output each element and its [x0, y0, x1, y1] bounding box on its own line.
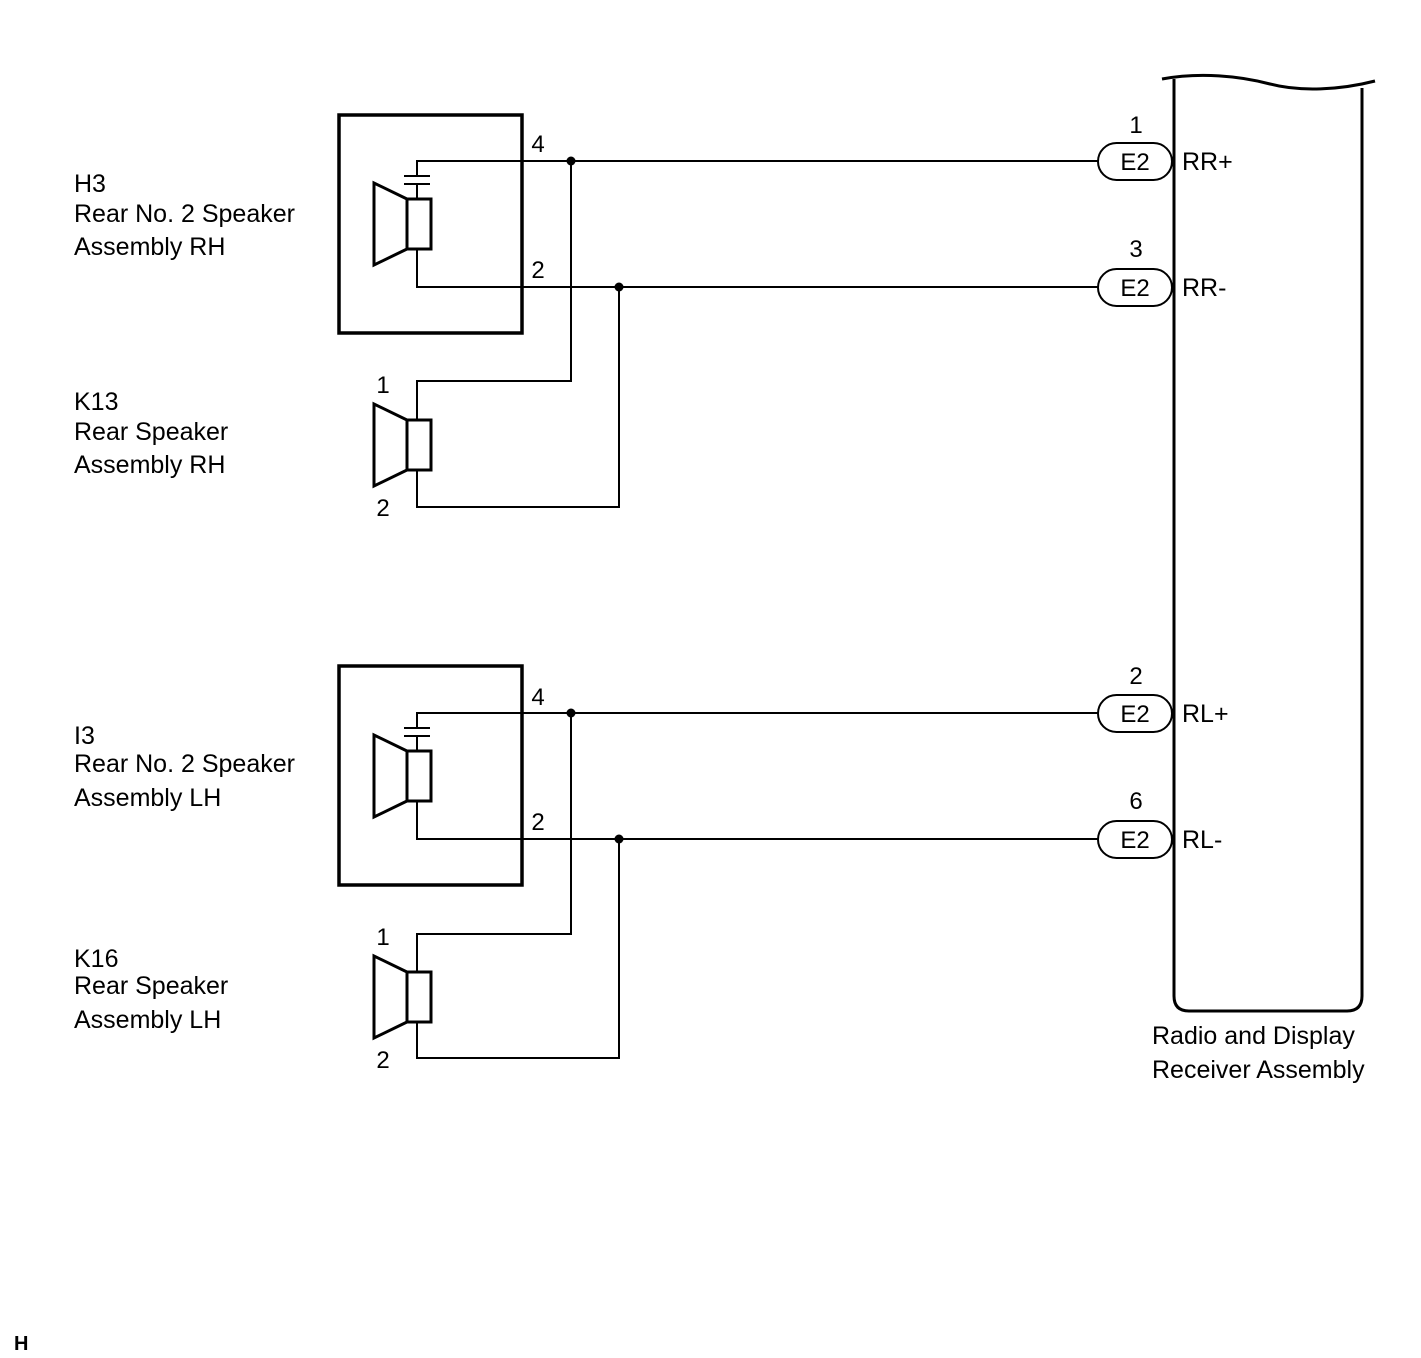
i3-component-name-line2: Assembly LH [74, 784, 221, 812]
receiver-assembly [1161, 73, 1376, 1013]
k13-pin-number: 2 [376, 495, 389, 522]
terminal-pin-number: 2 [1129, 663, 1142, 690]
speaker-icon [372, 953, 433, 1041]
terminal-signal-label: RL+ [1182, 700, 1229, 728]
splice-junction [566, 708, 576, 718]
terminal-pin-number: 6 [1129, 788, 1142, 815]
speaker-icon [372, 732, 433, 820]
connector-code: E2 [1120, 701, 1149, 728]
i3-component-box [337, 664, 524, 887]
k16-speaker-assembly [372, 713, 620, 1059]
i3-pin-number: 4 [531, 684, 544, 711]
capacitor-icon [404, 712, 1098, 751]
connector-code: E2 [1120, 275, 1149, 302]
terminal-signal-label: RR+ [1182, 148, 1233, 176]
receiver-name-line1: Radio and Display [1152, 1022, 1355, 1050]
connector-code: E2 [1120, 149, 1149, 176]
h3-component-name-line2: Assembly RH [74, 233, 225, 261]
h3-component-box [337, 113, 524, 335]
connector-code: E2 [1120, 827, 1149, 854]
receiver-name-line2: Receiver Assembly [1152, 1056, 1365, 1084]
i3-pin-number: 2 [531, 809, 544, 836]
h3-component-code: H3 [74, 170, 106, 198]
speaker-icon [372, 401, 433, 489]
terminal-pin-number: 3 [1129, 236, 1142, 263]
k16-component-name-line1: Rear Speaker [74, 972, 228, 1000]
h3-speaker-assembly [337, 113, 1098, 335]
connector-bubble [1097, 268, 1173, 307]
k13-pin-number: 1 [376, 372, 389, 399]
corner-mark: H [14, 1333, 28, 1355]
k13-speaker-assembly [372, 161, 620, 508]
k16-component-code: K16 [74, 945, 118, 973]
i3-speaker-assembly [337, 664, 1098, 887]
terminal-signal-label: RL- [1182, 826, 1222, 854]
connector-bubble [1097, 694, 1173, 733]
h3-component-name-line1: Rear No. 2 Speaker [74, 200, 295, 228]
k13-component-code: K13 [74, 388, 118, 416]
k13-component-name-line1: Rear Speaker [74, 418, 228, 446]
h3-pin-number: 4 [531, 131, 544, 158]
k13-component-name-line2: Assembly RH [74, 451, 225, 479]
i3-component-name-line1: Rear No. 2 Speaker [74, 750, 295, 778]
k16-pin-number: 1 [376, 924, 389, 951]
k16-component-name-line2: Assembly LH [74, 1006, 221, 1034]
i3-component-code: I3 [74, 722, 95, 750]
connector-bubble [1097, 142, 1173, 181]
connector-bubble [1097, 820, 1173, 859]
splice-junction [614, 282, 624, 292]
splice-junction [614, 834, 624, 844]
speaker-icon [372, 180, 433, 268]
capacitor-icon [404, 160, 1098, 199]
terminal-signal-label: RR- [1182, 274, 1226, 302]
k16-pin-number: 2 [376, 1047, 389, 1074]
splice-junction [566, 156, 576, 166]
terminal-pin-number: 1 [1129, 112, 1142, 139]
h3-pin-number: 2 [531, 257, 544, 284]
